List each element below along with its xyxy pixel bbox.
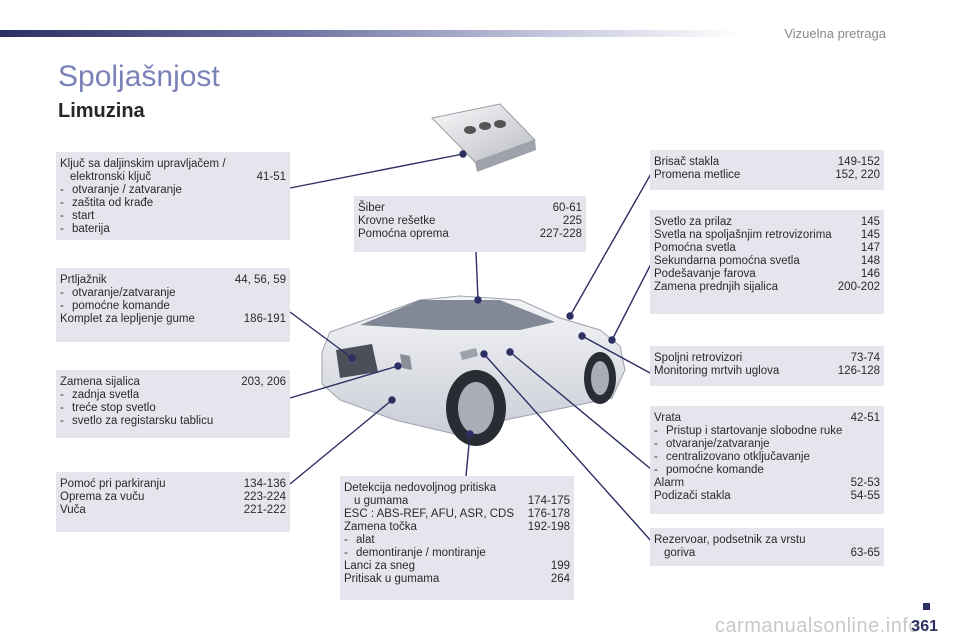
list-item: -start	[60, 210, 95, 222]
list-item: -treće stop svetlo	[60, 402, 156, 414]
list-item: -zadnja svetla	[60, 389, 140, 401]
key-info-box: Ključ sa daljinskim upravljačem / elektr…	[56, 152, 290, 240]
page-subtitle: Limuzina	[58, 100, 145, 122]
list-item: -alat	[344, 534, 375, 546]
section-title: Vizuelna pretraga	[784, 26, 886, 41]
page-marker-icon	[923, 603, 930, 610]
car-icon	[321, 295, 626, 446]
list-item: -pomoćne komande	[654, 464, 764, 476]
list-item: -otvaranje / zatvaranje	[60, 184, 182, 196]
list-item: -otvaranje/zatvaranje	[654, 438, 770, 450]
page-number: 361	[911, 618, 938, 635]
list-item: -centralizovano otključavanje	[654, 451, 810, 463]
watermark: carmanualsonline.info	[714, 615, 920, 637]
list-item: -svetlo za registarsku tablicu	[60, 415, 214, 427]
list-item: -otvaranje/zatvaranje	[60, 287, 176, 299]
page-title: Spoljašnjost	[58, 60, 220, 93]
list-item: -demontiranje / montiranje	[344, 547, 486, 559]
header-bar	[0, 30, 740, 37]
list-item: -Pristup i startovanje slobodne ruke	[654, 425, 843, 437]
list-item: -zaštita od krađe	[60, 197, 154, 209]
list-item: -pomoćne komande	[60, 300, 170, 312]
list-item: -baterija	[60, 223, 110, 235]
remote-key-icon	[431, 103, 536, 172]
